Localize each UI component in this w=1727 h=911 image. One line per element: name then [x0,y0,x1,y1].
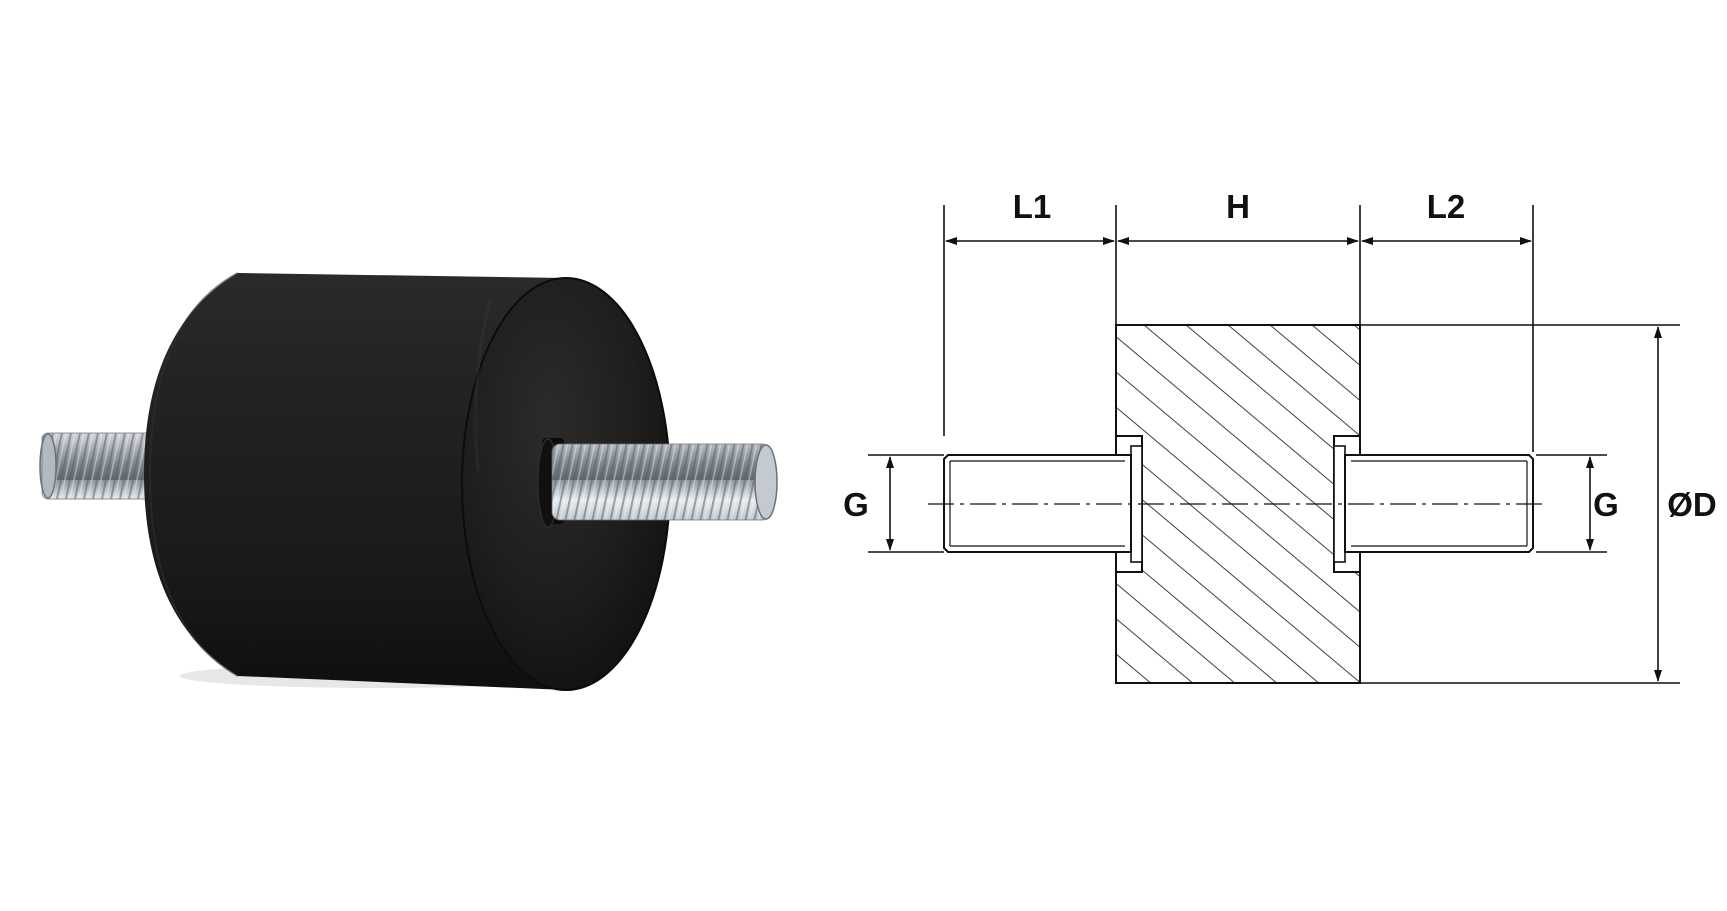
label-od: ØD [1667,486,1717,523]
right-stud [537,438,778,528]
dimension-labels: L1 H L2 G G ØD [843,188,1717,523]
label-g-right: G [1593,486,1619,523]
vertical-dimensions [886,326,1662,682]
label-l1: L1 [1013,188,1052,225]
label-g-left: G [843,486,869,523]
left-stud [39,432,163,500]
technical-drawing [868,205,1680,684]
extension-lines [868,205,1680,684]
rubber-mount-photo [39,272,778,691]
label-h: H [1226,188,1250,225]
label-l2: L2 [1427,188,1466,225]
